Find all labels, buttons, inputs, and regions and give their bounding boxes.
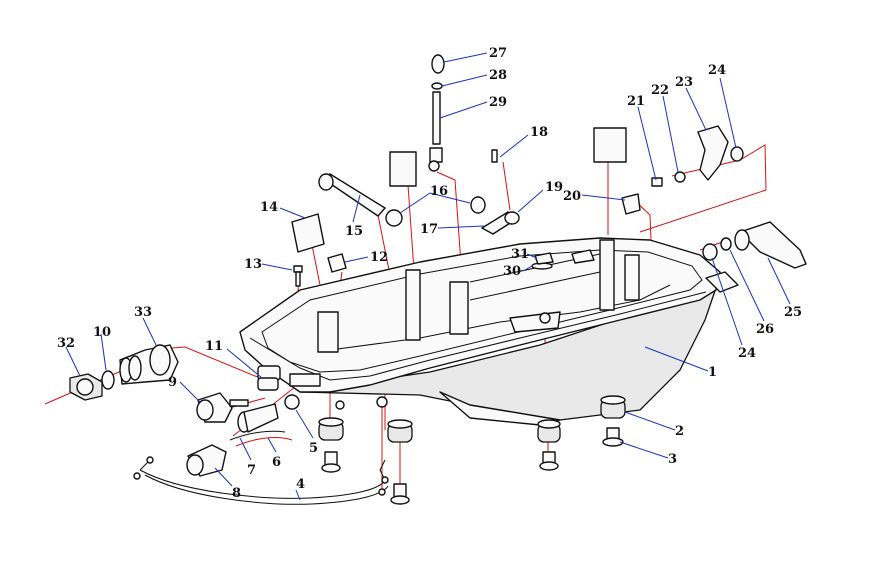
- cowl-bolt-hole: [335, 400, 345, 410]
- upper-parts: [291, 54, 807, 287]
- callout-25: 25: [784, 305, 802, 320]
- hex-nut: [69, 373, 103, 401]
- link-line: [502, 161, 511, 211]
- callout-27: 27: [489, 46, 507, 61]
- cowl-post: [599, 239, 615, 311]
- lever-hub: [734, 229, 750, 251]
- grommet-fitting: [119, 344, 179, 385]
- nut: [571, 249, 595, 264]
- callout-23: 23: [675, 75, 693, 90]
- washer: [730, 146, 744, 162]
- callout-12: 12: [370, 250, 388, 265]
- cowl-bolt-hole: [376, 396, 388, 408]
- pin: [491, 149, 498, 163]
- cowl-rim-line: [249, 291, 707, 381]
- callout-29: 29: [489, 95, 507, 110]
- callout-18: 18: [530, 125, 548, 140]
- screw-shank: [295, 271, 301, 287]
- callout-4: 4: [296, 477, 305, 492]
- callout-9: 9: [168, 375, 177, 390]
- screw-head: [293, 265, 303, 273]
- rubber-mount: [600, 395, 626, 419]
- callout-17: 17: [420, 222, 438, 237]
- callout-21: 21: [627, 94, 645, 109]
- link-line: [436, 171, 463, 279]
- cowl-rear-bracket: [705, 271, 739, 293]
- wire-harness: [133, 456, 389, 505]
- lower-cowl: [239, 237, 739, 426]
- callout-20: 20: [563, 189, 581, 204]
- callout-8: 8: [232, 486, 241, 501]
- callout-24: 24: [708, 63, 726, 78]
- callout-32: 32: [57, 336, 75, 351]
- cover-block: [593, 127, 627, 163]
- front-parts: [69, 344, 300, 477]
- cowl-post: [405, 269, 421, 341]
- clip: [621, 193, 641, 215]
- mount-collar: [602, 427, 624, 447]
- arm-hub: [504, 211, 520, 225]
- washer: [101, 370, 115, 390]
- callout-16: 16: [430, 184, 448, 199]
- cover-pad: [291, 213, 325, 253]
- nut: [534, 252, 554, 265]
- rubber-mount: [537, 419, 561, 471]
- callout-22: 22: [651, 83, 669, 98]
- rod-joint: [429, 147, 443, 163]
- rubber-mount: [387, 419, 413, 505]
- bushing: [470, 196, 486, 214]
- callout-33: 33: [134, 305, 152, 320]
- callout-13: 13: [244, 257, 262, 272]
- callout-19: 19: [545, 180, 563, 195]
- washer: [431, 82, 443, 90]
- washer: [674, 171, 686, 183]
- throttle-block: [389, 151, 417, 187]
- cowl-opening: [289, 373, 321, 387]
- link-rod: [432, 91, 441, 145]
- callout-30: 30: [503, 264, 521, 279]
- screw: [651, 177, 663, 187]
- nut: [327, 253, 347, 273]
- grommet: [257, 377, 279, 391]
- shift-lever: [739, 221, 807, 269]
- rubber-mounts: [318, 395, 626, 505]
- rod-end: [431, 54, 445, 74]
- control-cable: [229, 403, 293, 447]
- cowl-post: [449, 281, 469, 335]
- callout-3: 3: [668, 452, 677, 467]
- cowl-post: [317, 311, 339, 353]
- clip: [284, 394, 300, 410]
- callout-7: 7: [247, 463, 256, 478]
- washer: [720, 237, 732, 251]
- callout-28: 28: [489, 68, 507, 83]
- callout-26: 26: [756, 322, 774, 337]
- cowl-inner-rim: [261, 249, 703, 373]
- callout-24: 24: [738, 346, 756, 361]
- callout-leaders: [65, 52, 791, 501]
- callout-5: 5: [309, 441, 318, 456]
- callout-11: 11: [205, 339, 223, 354]
- rubber-mount: [318, 417, 344, 473]
- callout-15: 15: [345, 224, 363, 239]
- callout-1: 1: [708, 365, 717, 380]
- washer: [702, 243, 718, 261]
- shaft-end: [318, 173, 334, 191]
- cowl-post: [624, 254, 640, 301]
- callout-31: 31: [511, 247, 529, 262]
- callout-labels: 1 2 3 4 5 6 7 8 9 10 11 12 13 14 15 16 1…: [57, 46, 802, 501]
- callout-2: 2: [675, 424, 684, 439]
- stop-switch: [186, 444, 227, 477]
- bushing: [385, 209, 403, 227]
- choke-knob: [196, 392, 249, 423]
- callout-14: 14: [260, 200, 278, 215]
- cowl-boss: [539, 312, 551, 324]
- bracket: [697, 125, 729, 181]
- callout-6: 6: [272, 455, 281, 470]
- callout-10: 10: [93, 325, 111, 340]
- rod-joint: [428, 160, 440, 172]
